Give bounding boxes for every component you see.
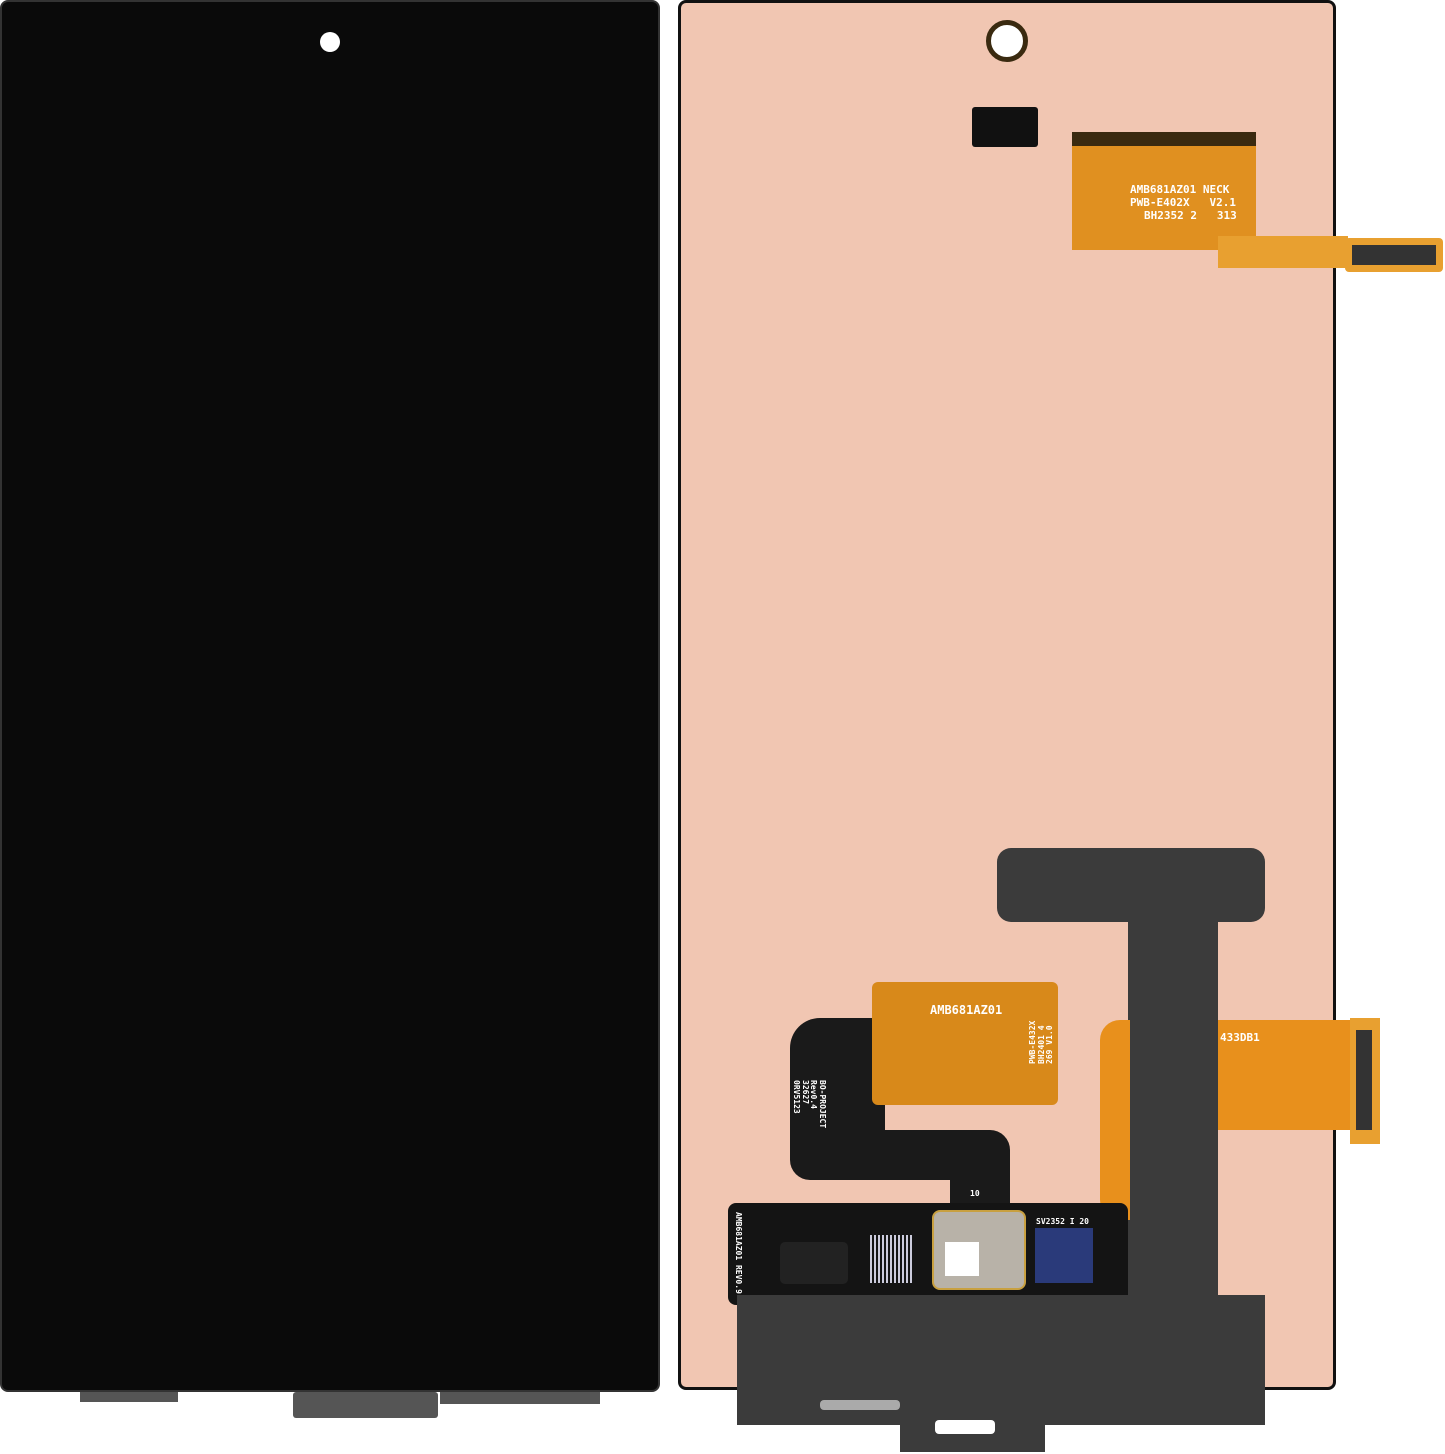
bracket-bottom bbox=[737, 1295, 1265, 1425]
board-connector bbox=[1035, 1228, 1093, 1283]
bottom-tab bbox=[80, 1392, 178, 1402]
display-front bbox=[0, 0, 660, 1392]
black-flex-line: 32627 bbox=[800, 1080, 810, 1105]
sensor-window bbox=[972, 107, 1038, 147]
neck-flex-line: BH2352 2 313 bbox=[1144, 209, 1237, 222]
driver-flex bbox=[872, 982, 1058, 1105]
driver-flex-title: AMB681AZ01 bbox=[930, 1003, 1003, 1017]
pcb-side-label: AMB681AZ01 REV0.9 bbox=[734, 1212, 743, 1294]
driver-flex-line: 269 V1.0 bbox=[1045, 1025, 1055, 1064]
bracket-arm bbox=[1128, 915, 1218, 1305]
datamatrix-code bbox=[870, 1235, 914, 1283]
side-flex bbox=[1218, 1020, 1358, 1130]
connector-label: SV2352 I 20 bbox=[1036, 1217, 1089, 1226]
side-flex-label: 433DB1 bbox=[1220, 1031, 1260, 1044]
camera-ring bbox=[986, 20, 1028, 62]
black-flex-line: Rev0.4 bbox=[809, 1080, 819, 1109]
bottom-tab bbox=[293, 1392, 438, 1418]
pin-label: 10 bbox=[970, 1189, 980, 1198]
black-flex-line: BO-PROJECT bbox=[818, 1080, 828, 1129]
bracket-top bbox=[997, 848, 1265, 922]
connector-pins bbox=[1356, 1030, 1372, 1130]
connector-pins bbox=[1352, 245, 1436, 265]
flex-connector-top bbox=[1072, 132, 1256, 146]
bottom-tab bbox=[440, 1392, 600, 1404]
bracket-slot bbox=[935, 1420, 995, 1434]
neck-flex bbox=[1072, 132, 1256, 250]
qr-label bbox=[945, 1242, 979, 1276]
side-flex bbox=[1100, 1020, 1130, 1220]
neck-flex-line: AMB681AZ01 NECK bbox=[1130, 183, 1230, 196]
ic-chip bbox=[780, 1242, 848, 1284]
black-flex-line: 0RV5123 bbox=[791, 1080, 801, 1114]
neck-flex-tail bbox=[1218, 236, 1348, 268]
bracket-slot bbox=[820, 1400, 900, 1410]
front-camera-hole bbox=[320, 32, 340, 52]
neck-flex-line: PWB-E402X V2.1 bbox=[1130, 196, 1236, 209]
